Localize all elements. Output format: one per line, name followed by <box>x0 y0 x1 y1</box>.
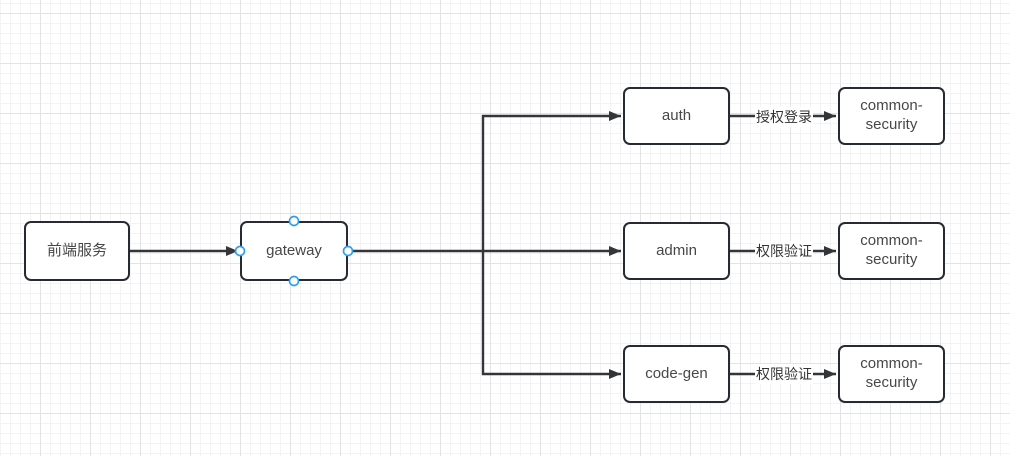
node-common-security-1[interactable]: common- security <box>838 87 945 145</box>
node-gateway[interactable]: gateway <box>240 221 348 281</box>
edge-label-admin-to-common-security[interactable]: 权限验证 <box>755 241 813 261</box>
edge-gateway-to-auth[interactable] <box>481 111 621 251</box>
canvas-edge-right <box>1010 0 1018 470</box>
node-label-admin: admin <box>656 241 697 259</box>
node-label-common-security-3: common- security <box>860 355 923 391</box>
node-admin[interactable]: admin <box>623 222 730 280</box>
node-label-auth: auth <box>661 106 692 124</box>
node-label-gateway: gateway <box>266 241 322 259</box>
edge-gateway-to-code-gen[interactable] <box>481 251 621 379</box>
node-label-common-security-2: common- security <box>860 232 923 268</box>
node-code-gen[interactable]: code-gen <box>623 345 730 403</box>
node-label-common-security-1: common- security <box>860 97 923 133</box>
edge-label-auth-to-common-security[interactable]: 授权登录 <box>755 107 813 127</box>
node-common-security-2[interactable]: common- security <box>838 222 945 280</box>
node-frontend[interactable]: 前端服务 <box>24 221 130 281</box>
canvas-edge-bottom <box>0 456 1018 470</box>
node-label-code-gen: code-gen <box>645 364 708 382</box>
node-auth[interactable]: auth <box>623 87 730 145</box>
node-common-security-3[interactable]: common- security <box>838 345 945 403</box>
edge-label-code-gen-to-common-security[interactable]: 权限验证 <box>755 364 813 384</box>
node-label-frontend: 前端服务 <box>46 241 107 259</box>
